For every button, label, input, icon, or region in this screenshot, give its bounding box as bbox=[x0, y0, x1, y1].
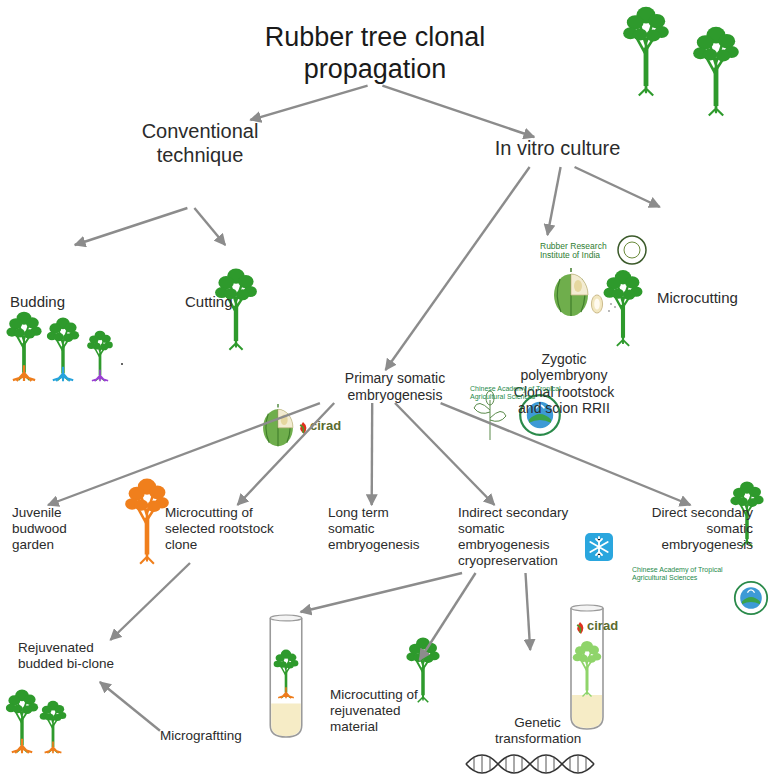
institute-name: Chinese Academy of Tropical Agricultural… bbox=[470, 385, 578, 400]
rootstock-roots bbox=[45, 741, 62, 753]
node-text: Genetic transformation bbox=[495, 715, 580, 747]
flow-arrow bbox=[110, 563, 190, 640]
step-box: Cutting bbox=[185, 245, 245, 311]
node-text: Rejuvenated budded bi-clone bbox=[18, 640, 123, 672]
node-text: Juvenile budwood garden bbox=[12, 505, 112, 553]
title-text: Rubber tree clonal propagation bbox=[190, 22, 560, 86]
dna-helix bbox=[466, 755, 594, 773]
flow-arrow bbox=[441, 403, 691, 505]
step-box: Genetic transformation bbox=[495, 650, 605, 755]
institute-logo bbox=[618, 236, 646, 264]
flow-arrow bbox=[575, 167, 660, 207]
rootstock-roots bbox=[92, 370, 108, 381]
step-box: Indirect secondary somatic embryogenesis… bbox=[458, 505, 593, 573]
tree-icon bbox=[40, 701, 67, 753]
catas-logo bbox=[735, 582, 767, 614]
flow-arrow bbox=[250, 86, 367, 120]
step-box: Microcutting of rejuvenated material bbox=[330, 660, 442, 735]
flow-arrow bbox=[238, 403, 335, 505]
seed-icon bbox=[591, 295, 602, 313]
flow-arrow bbox=[420, 573, 476, 660]
node-text: Primary somatic embryogenesis bbox=[300, 370, 490, 403]
tree-icon bbox=[6, 312, 41, 380]
tree-icon bbox=[573, 641, 602, 697]
tree-icon bbox=[623, 7, 669, 96]
step-box: Primary somatic embryogenesis bbox=[300, 370, 490, 403]
flow-arrow bbox=[395, 403, 494, 505]
tree-icon bbox=[604, 270, 643, 346]
flow-arrow bbox=[301, 573, 462, 612]
institute-logo bbox=[624, 242, 640, 258]
step-box: Microcutting bbox=[657, 207, 750, 307]
title-box: Rubber tree clonal propagation bbox=[190, 22, 560, 86]
flow-arrow bbox=[48, 403, 320, 505]
node-text: Direct secondary somatic embryogenesis bbox=[635, 505, 753, 553]
institute-name: Chinese Academy of Tropical Agricultural… bbox=[632, 566, 740, 581]
snowflake-icon bbox=[590, 537, 607, 557]
fruit-icon bbox=[263, 404, 293, 446]
institute-name: Rubber Research Institute of India bbox=[540, 242, 624, 261]
node-text: Microcutting bbox=[657, 289, 750, 307]
tree-icon bbox=[47, 317, 79, 380]
step-box: In vitro culture bbox=[480, 137, 635, 167]
step-box: Long term somatic embryogenesis bbox=[328, 505, 423, 560]
node-text: In vitro culture bbox=[480, 137, 635, 161]
test-tube bbox=[270, 615, 302, 737]
cirad-wordmark: cirad bbox=[587, 619, 627, 633]
node-text: Micrograftting bbox=[160, 728, 308, 744]
dna-rungs bbox=[474, 755, 586, 773]
tree-icon bbox=[125, 479, 169, 564]
snowflake-icon bbox=[585, 533, 613, 561]
step-box: Budding bbox=[10, 245, 90, 311]
seed-dots bbox=[608, 303, 616, 312]
node-text: Long term somatic embryogenesis bbox=[328, 505, 423, 553]
tree-icon bbox=[274, 650, 299, 698]
fruit-icon bbox=[554, 268, 588, 316]
flow-arrow bbox=[371, 403, 374, 505]
node-text: Cutting bbox=[185, 293, 245, 311]
flow-arrow bbox=[75, 208, 188, 245]
node-text: Zygotic polyembryony Clonal rootstock an… bbox=[505, 351, 623, 417]
step-box: Micrograftting bbox=[160, 612, 308, 744]
tree-icon bbox=[693, 27, 739, 116]
step-box: Microcutting of selected rootstock clone bbox=[165, 505, 290, 563]
step-box: Juvenile budwood garden bbox=[12, 505, 112, 553]
flow-arrow bbox=[526, 573, 531, 650]
step-box: Rejuvenated budded bi-clone bbox=[18, 640, 123, 682]
step-box: Conventional technique bbox=[130, 120, 270, 208]
node-text: Conventional technique bbox=[130, 120, 270, 167]
tree-icon bbox=[6, 689, 38, 752]
cirad-logo bbox=[300, 422, 306, 434]
node-text: Microcutting of rejuvenated material bbox=[330, 687, 442, 735]
cirad-logo bbox=[577, 622, 583, 634]
rootstock-roots bbox=[53, 367, 73, 381]
dot-mark bbox=[121, 363, 123, 365]
flow-arrow bbox=[547, 167, 560, 235]
node-text: Budding bbox=[10, 293, 90, 311]
rootstock-roots bbox=[13, 365, 35, 381]
step-box: Direct secondary somatic embryogenesis bbox=[635, 505, 753, 560]
flow-arrow bbox=[382, 86, 534, 137]
cirad-wordmark: cirad bbox=[310, 419, 350, 433]
tree-icon bbox=[87, 331, 113, 381]
rootstock-roots bbox=[12, 739, 32, 753]
flow-arrow bbox=[100, 682, 160, 731]
rootstock-roots bbox=[278, 687, 294, 698]
flow-arrow bbox=[194, 208, 225, 245]
node-text: Indirect secondary somatic embryogenesis… bbox=[458, 505, 593, 569]
flow-arrow bbox=[386, 167, 530, 370]
node-text: Microcutting of selected rootstock clone bbox=[165, 505, 290, 553]
